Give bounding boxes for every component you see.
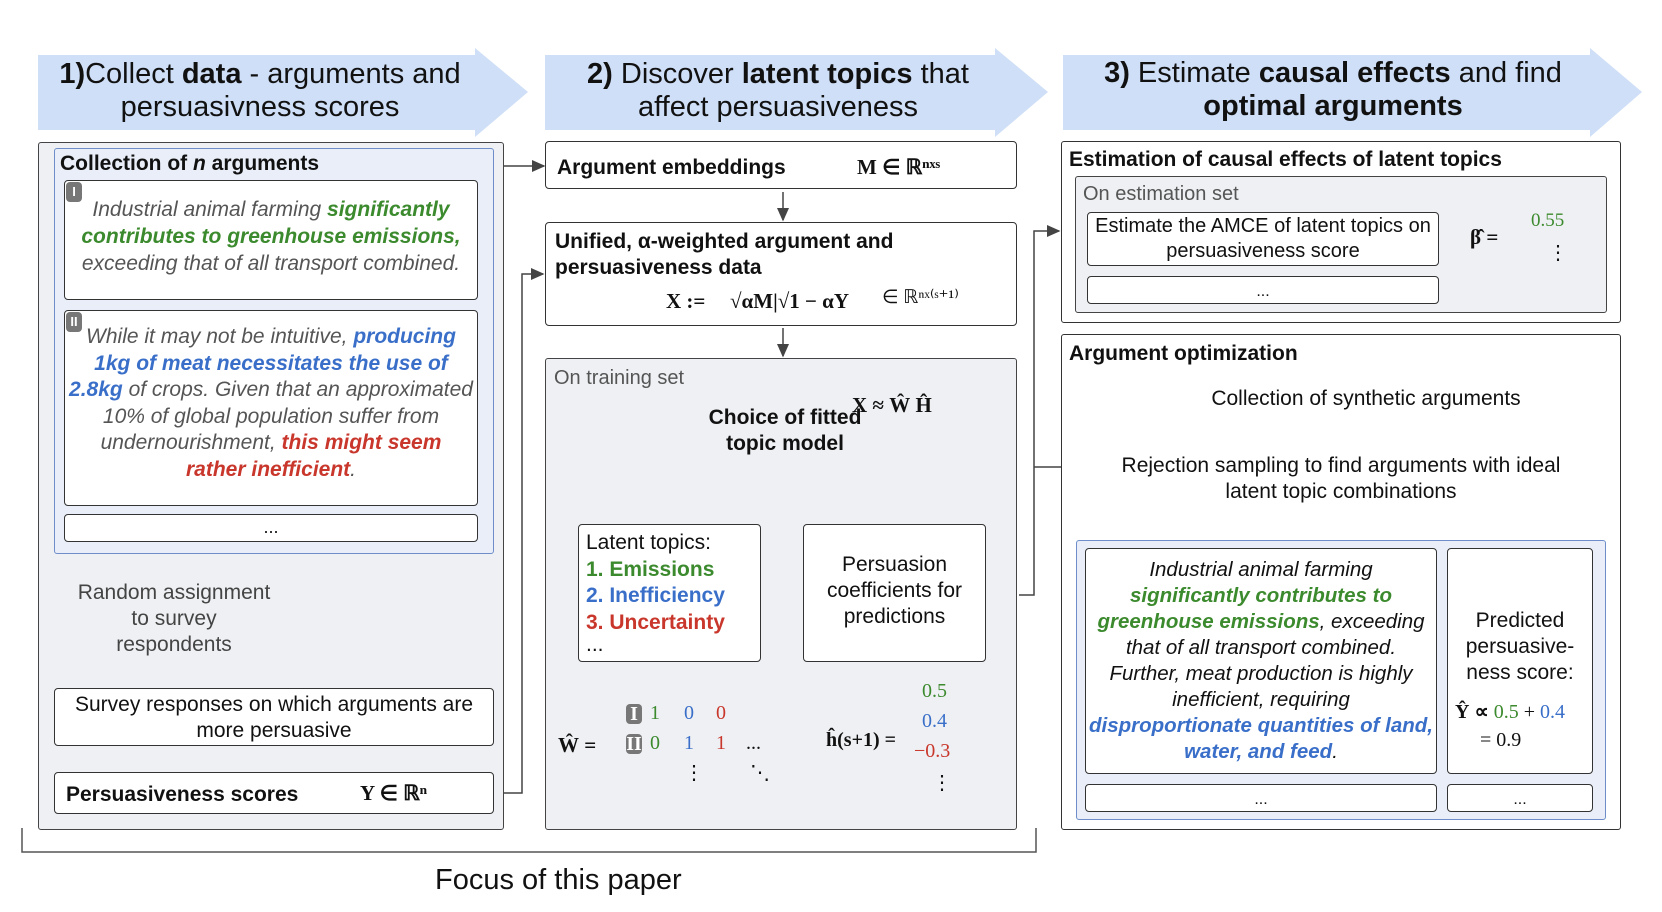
latent-topics-box bbox=[578, 524, 761, 662]
unified-box bbox=[545, 222, 1017, 326]
embeddings-label: Argument embeddings bbox=[557, 156, 786, 179]
x-formula-rhs: ∈ ℝⁿˣ⁽ˢ⁺¹⁾ bbox=[882, 287, 959, 308]
m-formula: M ∈ ℝⁿˣˢ bbox=[857, 155, 941, 179]
argument-more: ... bbox=[64, 514, 478, 542]
predicted-label: Predicted persuasive-ness score: bbox=[1465, 609, 1575, 684]
x-formula-lhs: X := bbox=[666, 289, 706, 313]
argument-badge-2: II bbox=[66, 312, 82, 332]
estimation-set-label: On estimation set bbox=[1083, 183, 1239, 205]
banner-1 bbox=[38, 48, 528, 137]
predicted-more: ... bbox=[1447, 784, 1593, 812]
argument-badge-1: I bbox=[66, 182, 82, 202]
coefficients-box bbox=[803, 524, 986, 662]
persuasiveness-scores bbox=[54, 772, 494, 814]
predicted-card bbox=[1447, 548, 1593, 774]
focus-brace bbox=[21, 828, 1037, 853]
approx-formula: X ≈ Ŵ Ĥ bbox=[852, 393, 932, 417]
beta-label: β̂ = bbox=[1470, 225, 1499, 249]
optimal-argument-text: Industrial animal farming significantly … bbox=[1089, 558, 1433, 763]
footer-label: Focus of this paper bbox=[435, 864, 682, 896]
optimization-title: Argument optimization bbox=[1069, 342, 1298, 365]
w-label: Ŵ = bbox=[558, 733, 597, 757]
latent-topics-list: Latent topics: 1. Emissions 2. Inefficie… bbox=[586, 531, 725, 656]
random-assignment-label: Random assignment to survey respondents bbox=[77, 581, 271, 656]
argument-text-1: Industrial animal farming significantly … bbox=[81, 198, 461, 275]
choice-label: Choice of fitted topic model bbox=[708, 406, 862, 455]
survey-responses: Survey responses on which arguments are … bbox=[54, 688, 494, 746]
coefficients-label: Persuasion coefficients for predictions bbox=[826, 553, 962, 628]
h-label: ĥ(s+1) = bbox=[826, 729, 897, 751]
training-label: On training set bbox=[554, 367, 685, 389]
argument-card-1 bbox=[64, 180, 478, 300]
x-formula-inner: √αM|√1 − αY bbox=[730, 289, 850, 313]
argument-card-2 bbox=[64, 310, 478, 506]
persuasiveness-label: Persuasiveness scores bbox=[66, 783, 299, 806]
optimal-more: ... bbox=[1085, 784, 1437, 812]
y-hat-result: = 0.9 bbox=[1480, 729, 1522, 751]
collection-title: Collection of n arguments bbox=[60, 152, 320, 175]
embeddings-box bbox=[545, 141, 1017, 189]
y-hat-formula: Ŷ ∝ 0.5 + 0.4 bbox=[1455, 701, 1566, 723]
argument-text-2: While it may not be intuitive, producing… bbox=[69, 325, 473, 481]
synthetic-label: Collection of synthetic arguments bbox=[1211, 387, 1521, 410]
banner-3 bbox=[1063, 48, 1642, 137]
unified-label: Unified, α-weighted argument and persuas… bbox=[555, 230, 894, 279]
estimation-more: ... bbox=[1087, 276, 1439, 304]
banner-2 bbox=[545, 48, 1048, 137]
amce-box: Estimate the AMCE of latent topics on pe… bbox=[1087, 212, 1439, 266]
estimation-title: Estimation of causal effects of latent t… bbox=[1069, 148, 1502, 171]
optimal-argument-card bbox=[1085, 548, 1437, 774]
y-formula: Y ∈ ℝⁿ bbox=[360, 781, 428, 805]
rejection-label: Rejection sampling to find arguments wit… bbox=[1121, 454, 1561, 503]
